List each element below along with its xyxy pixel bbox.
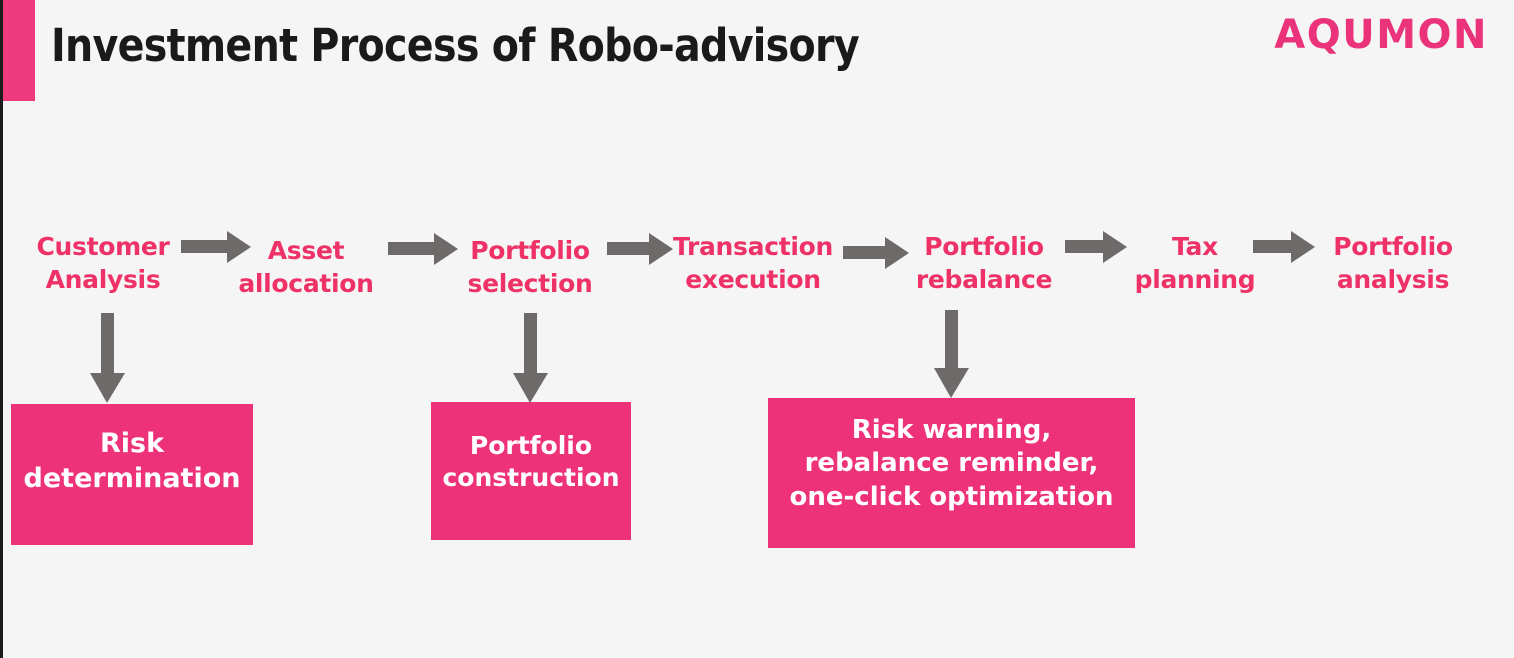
arrow-right-icon-2 xyxy=(388,233,458,265)
arrow-down-icon-portfolio-construction xyxy=(513,313,548,403)
arrow-right-icon-1 xyxy=(181,231,251,263)
outcome-box-label: Risk warning, rebalance reminder, one-cl… xyxy=(789,415,1114,512)
arrow-right-icon-5 xyxy=(1065,231,1127,263)
outcome-box-risk-determination[interactable]: Risk determination xyxy=(11,404,253,545)
arrow-down-icon-risk-warning xyxy=(934,310,969,398)
flow-step-portfolio-selection[interactable]: Portfolio selection xyxy=(467,236,593,298)
outcome-box-risk-warning[interactable]: Risk warning, rebalance reminder, one-cl… xyxy=(768,398,1135,548)
outcome-box-label: Portfolio construction xyxy=(442,431,620,492)
flow-step-asset-allocation[interactable]: Asset allocation xyxy=(238,236,374,298)
title-accent-bar xyxy=(3,0,35,101)
flow-step-customer-analysis[interactable]: Customer Analysis xyxy=(36,232,170,294)
flow-step-tax-planning[interactable]: Tax planning xyxy=(1134,232,1256,294)
flow-step-portfolio-analysis[interactable]: Portfolio analysis xyxy=(1333,232,1453,294)
outcome-box-label: Risk determination xyxy=(23,427,241,494)
arrow-right-icon-3 xyxy=(607,233,673,265)
aqumon-logo: AQUMON xyxy=(1274,12,1488,58)
arrow-right-icon-4 xyxy=(843,237,909,269)
arrow-right-icon-6 xyxy=(1253,231,1315,263)
flow-step-transaction-execution[interactable]: Transaction execution xyxy=(672,232,834,294)
outcome-box-portfolio-construction[interactable]: Portfolio construction xyxy=(431,402,631,540)
arrow-down-icon-risk-determination xyxy=(90,313,125,403)
page-title: Investment Process of Robo-advisory xyxy=(51,19,860,72)
flow-step-portfolio-rebalance[interactable]: Portfolio rebalance xyxy=(915,232,1053,294)
